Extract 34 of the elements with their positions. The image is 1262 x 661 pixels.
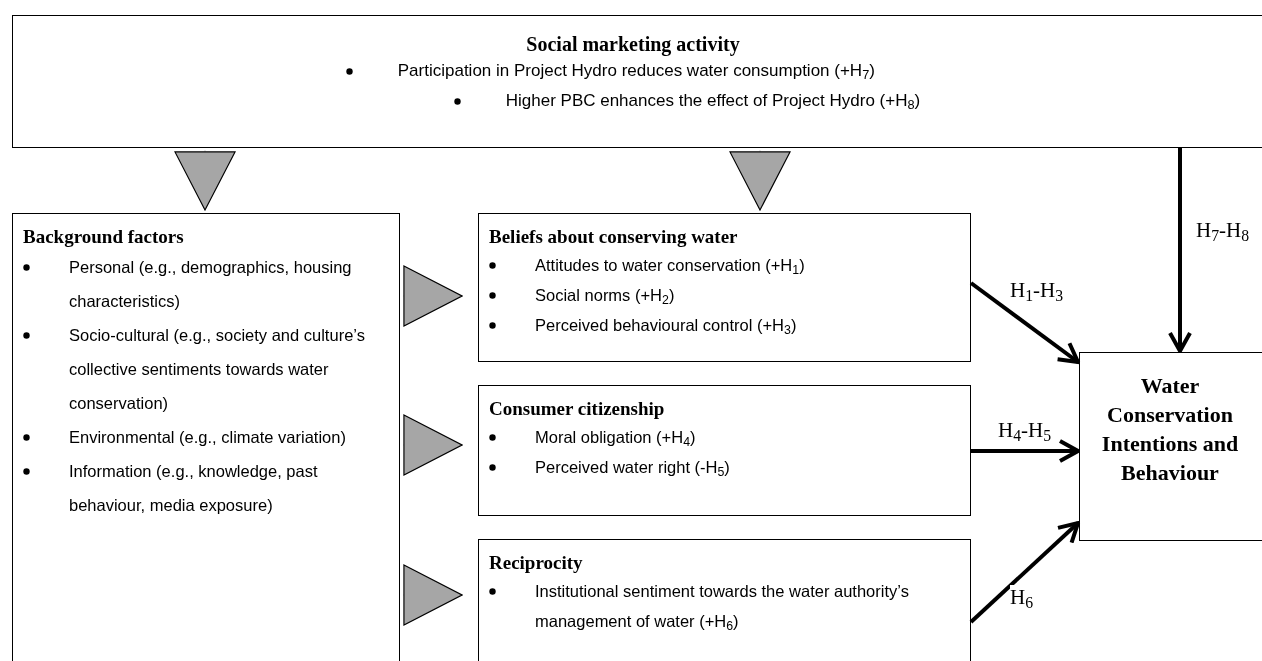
bullet-item: Personal (e.g., demographics, housing characteristics) <box>69 257 353 312</box>
triangle-arrow <box>402 414 463 476</box>
bullet-item: Information (e.g., knowledge, past behaviour, media exposure) <box>69 461 319 516</box>
box-title: Consumer citizenship <box>489 397 666 421</box>
arrow <box>971 439 1080 463</box>
edge-label: H$_{6}$ <box>1010 585 1034 609</box>
arrow <box>1168 148 1192 353</box>
bullet-item: Perceived behavioural control (+H$_{3}$) <box>535 315 797 340</box>
bullet-item: Higher PBC enhances the effect of Project Hydro (+H$_{8}$) <box>505 90 921 115</box>
bullet-item: Social norms (+H$_{2}$) <box>535 285 675 310</box>
box-title: Reciprocity <box>489 551 584 575</box>
box-title: Water Conservation Intentions and Behaviour <box>1100 372 1240 487</box>
bullet-item: Perceived water right (-H$_{5}$) <box>535 457 730 482</box>
factor-box <box>478 213 971 362</box>
triangle-arrow <box>174 149 236 211</box>
arrow <box>969 521 1080 624</box>
triangle-arrow <box>402 564 463 626</box>
box-title: Background factors <box>23 225 185 249</box>
box-title: Beliefs about conserving water <box>489 225 739 249</box>
triangle-arrow <box>402 265 463 327</box>
bullet-item: Attitudes to water conservation (+H$_{1}$) <box>535 255 805 280</box>
factor-box <box>478 539 971 661</box>
bullet-item: Institutional sentiment towards the water authority’s management of water (+H$_{6}$) <box>535 581 910 636</box>
bullet-item: Moral obligation (+H$_{4}$) <box>535 427 696 452</box>
outcome-box <box>1079 352 1262 541</box>
bullet-item: Socio-cultural (e.g., society and culture’s collective sentiments towards water conservation) <box>69 325 366 414</box>
activity-box <box>12 15 1262 148</box>
box-title: Social marketing activity <box>526 32 740 56</box>
triangle-arrow <box>729 149 791 211</box>
factor-box <box>478 385 971 516</box>
bullet-item: Participation in Project Hydro reduces water consumption (+H$_{7}$) <box>397 60 875 85</box>
bullet-item: Environmental (e.g., climate variation) <box>69 427 346 448</box>
factor-box <box>12 213 400 661</box>
arrow <box>969 281 1080 364</box>
